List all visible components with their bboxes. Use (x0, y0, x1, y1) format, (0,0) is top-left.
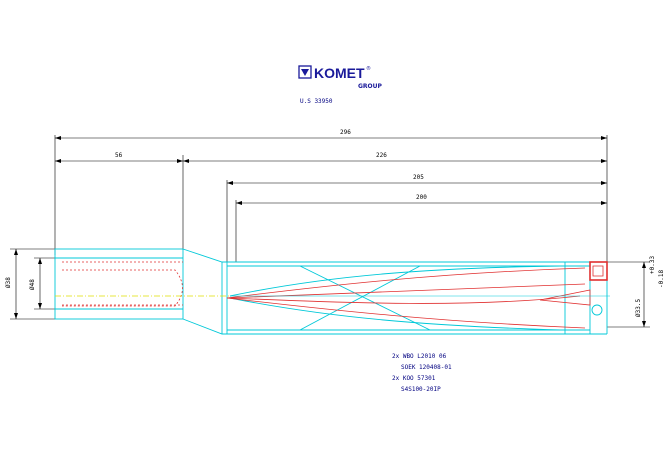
part-item-3: 2x KOO 57301 (392, 375, 436, 382)
arrowheads (14, 136, 646, 327)
logo-mark-icon (298, 65, 312, 79)
dim-body-length: 226 (376, 152, 387, 159)
dim-tip-tol-upper: +0.33 (649, 256, 656, 274)
part-item-1: 2x WBO L2010 06 (392, 353, 447, 360)
parts-list: 2x WBO L2010 06 SOEK 120408-01 2x KOO 57… (392, 353, 452, 393)
komet-logo: KOMET ® GROUP (298, 65, 383, 90)
drawing-code: U.S 33950 (300, 98, 333, 105)
part-item-2: SOEK 120408-01 (401, 364, 452, 371)
part-item-4: S4S100-20IP (401, 386, 441, 393)
dim-shank-inner-diameter: Ø48 (29, 279, 36, 290)
dimension-lines (10, 135, 650, 328)
dim-shank-length: 56 (115, 152, 123, 159)
dim-overall-length: 296 (340, 129, 351, 136)
dim-shank-diameter: Ø38 (5, 277, 12, 288)
dim-tip-tol-lower: -0.18 (658, 270, 665, 288)
brand-suffix: GROUP (358, 83, 383, 90)
brand-registered-mark: ® (366, 65, 371, 72)
coolant-channels (62, 261, 608, 329)
brand-name: KOMET (314, 65, 365, 81)
tool-outline (54, 248, 608, 335)
dim-tip-diameter: Ø33.5 (635, 299, 642, 317)
dim-flute-length-2: 200 (416, 194, 427, 201)
dim-flute-length-1: 205 (413, 174, 424, 181)
cutting-insert-icon (589, 261, 608, 281)
logo-triangle-icon (301, 69, 309, 76)
